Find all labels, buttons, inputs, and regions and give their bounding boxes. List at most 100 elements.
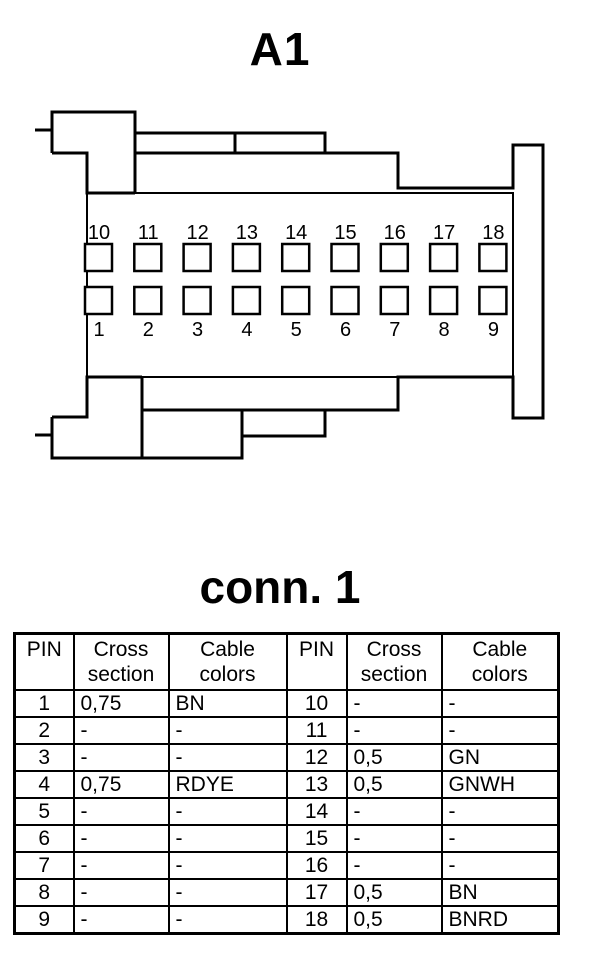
pin-number: 17 xyxy=(285,878,348,907)
pin-socket xyxy=(428,242,459,273)
pin-socket xyxy=(478,242,508,273)
pin-number: 3 xyxy=(13,743,75,772)
pin-number: 11 xyxy=(285,716,348,745)
pin-label: 1 xyxy=(93,319,104,341)
pin-label: 18 xyxy=(482,222,504,244)
pin-label: 14 xyxy=(285,222,307,244)
pin-number: 16 xyxy=(285,851,348,880)
header-pin: PIN xyxy=(285,632,348,691)
cable-color-cell: GN xyxy=(440,743,560,772)
pin-number: 5 xyxy=(13,797,75,826)
pin-socket xyxy=(231,242,262,273)
cross-section-cell: - xyxy=(345,689,443,718)
cross-section-cell: - xyxy=(72,716,170,745)
pin-label: 17 xyxy=(433,222,455,244)
pin-socket xyxy=(182,285,212,316)
pin-socket xyxy=(133,285,163,316)
cross-section-cell: 0,5 xyxy=(345,743,443,772)
cable-color-cell: BN xyxy=(167,689,288,718)
pin-number: 9 xyxy=(13,905,75,935)
cross-section-cell: 0,75 xyxy=(72,770,170,799)
pin-number: 7 xyxy=(13,851,75,880)
cable-color-cell: GNWH xyxy=(440,770,560,799)
connector-cavity xyxy=(87,192,514,378)
cable-color-cell: - xyxy=(440,797,560,826)
pin-socket xyxy=(231,285,262,316)
cross-section-cell: - xyxy=(72,851,170,880)
cable-color-cell: - xyxy=(167,851,288,880)
pin-socket xyxy=(379,285,410,316)
pin-number: 12 xyxy=(285,743,348,772)
table-row: 5--14-- xyxy=(13,797,560,826)
cable-color-cell: - xyxy=(167,824,288,853)
housing-left-wall xyxy=(52,151,135,195)
cross-section-cell: 0,5 xyxy=(345,905,443,935)
cross-section-cell: - xyxy=(345,851,443,880)
pin-socket xyxy=(280,285,311,316)
cross-section-cell: - xyxy=(345,797,443,826)
connector-title: A1 xyxy=(249,23,311,75)
cross-section-cell: - xyxy=(72,878,170,907)
pin-label: 5 xyxy=(291,319,302,341)
table-row: 6--15-- xyxy=(13,824,560,853)
cable-color-cell: BNRD xyxy=(440,905,560,935)
pin-number: 15 xyxy=(285,824,348,853)
header-pin: PIN xyxy=(13,632,75,691)
cross-section-cell: - xyxy=(72,824,170,853)
pin-socket xyxy=(182,242,212,273)
cross-section-cell: - xyxy=(72,797,170,826)
pin-socket xyxy=(330,285,360,316)
cable-color-cell: RDYE xyxy=(167,770,288,799)
cable-color-cell: - xyxy=(440,824,560,853)
pin-socket xyxy=(330,242,360,273)
pin-label: 16 xyxy=(384,222,406,244)
pin-label: 2 xyxy=(143,319,154,341)
cable-color-cell: - xyxy=(440,689,560,718)
pin-number: 1 xyxy=(13,689,75,718)
cross-section-cell: 0,5 xyxy=(345,770,443,799)
table-row: 2--11-- xyxy=(13,716,560,745)
pin-number: 10 xyxy=(285,689,348,718)
cross-section-cell: 0,75 xyxy=(72,689,170,718)
cross-section-cell: - xyxy=(72,905,170,935)
pin-label: 11 xyxy=(138,222,159,244)
pin-label: 10 xyxy=(88,222,110,244)
pin-label: 12 xyxy=(186,222,208,244)
cross-section-cell: - xyxy=(72,743,170,772)
cable-color-cell: - xyxy=(167,797,288,826)
pin-socket xyxy=(478,285,508,316)
cable-color-cell: - xyxy=(440,851,560,880)
cross-section-cell: - xyxy=(345,716,443,745)
pin-label: 6 xyxy=(340,319,351,341)
cross-section-cell: - xyxy=(345,824,443,853)
cable-color-cell: - xyxy=(167,905,288,935)
pin-socket xyxy=(133,242,163,273)
pin-number: 13 xyxy=(285,770,348,799)
cable-color-cell: - xyxy=(167,743,288,772)
pin-socket xyxy=(428,285,459,316)
pin-number: 2 xyxy=(13,716,75,745)
pin-label: 8 xyxy=(439,319,450,341)
pin-label: 4 xyxy=(241,319,252,341)
pin-socket xyxy=(280,242,311,273)
cable-color-cell: - xyxy=(440,716,560,745)
pin-label: 9 xyxy=(488,319,499,341)
cross-section-cell: 0,5 xyxy=(345,878,443,907)
pin-number: 18 xyxy=(285,905,348,935)
pin-number: 4 xyxy=(13,770,75,799)
pin-label: 13 xyxy=(236,222,258,244)
cable-color-cell: - xyxy=(167,878,288,907)
table-title: conn. 1 xyxy=(199,561,361,613)
pin-socket xyxy=(379,242,410,273)
